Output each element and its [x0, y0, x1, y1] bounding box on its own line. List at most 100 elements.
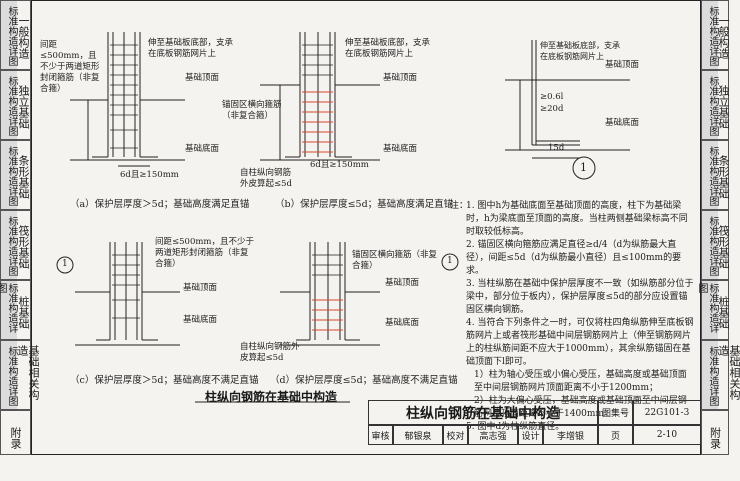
title-block-page-no: 2-10	[633, 425, 701, 445]
right-tab-label: 附录	[708, 426, 722, 449]
left-tab-label: 独立基础	[17, 85, 30, 129]
title-block-atlas-label: 图集号	[598, 400, 633, 425]
left-tab-main-label: 标准构造详图	[1, 71, 17, 139]
title-block-designer: 李增银	[543, 425, 598, 445]
right-tab-label: 基础相关构造	[717, 345, 740, 400]
diagram-1-dim-06lae: ≥0.6l	[540, 92, 564, 102]
diagram-1-label: 伸至基础板底部，支承在底板钢筋网片上	[540, 41, 620, 61]
note-item: 5. 图中d为柱纵筋直径。	[466, 422, 565, 432]
title-block: 柱纵向钢筋在基础中构造 图集号 22G101-3 审核 郁银泉 校对 高志强 设…	[368, 400, 701, 455]
diagram-a-note: 间距≤500mm，且不少于两道矩形封闭箍筋（非复合箍）	[40, 40, 100, 94]
left-tab-main-label: 标准构造详图	[0, 281, 17, 339]
diagram-1-top-elev: 基础顶面	[605, 60, 640, 70]
diagram-b-bottom-elev: 基础底面	[383, 144, 418, 154]
diagram-c-top-elev: 基础顶面	[183, 283, 218, 293]
left-tab-pile-foundation[interactable]: 标准构造详图 桩基础	[0, 280, 31, 340]
notes-block: 注： 1. 图中h为基础底面至基础顶面的高度，柱下为基础梁时，h为梁底面至顶面的…	[450, 200, 695, 434]
left-tab-main-label: 标准构造详图	[1, 141, 17, 209]
left-tab-main-label: 标准构造详图	[1, 1, 17, 69]
right-tab-label: 筏形基础	[717, 225, 730, 269]
diagram-d-marker: 1	[447, 256, 453, 266]
diagram-d-column	[280, 242, 459, 346]
diagram-1-detail	[505, 40, 630, 180]
diagram-b-top-elev: 基础顶面	[383, 73, 418, 83]
right-tab-main-label: 标准构造详图	[702, 1, 718, 69]
diagram-d-pillar-note: 自柱纵向钢筋外皮算起≤5d	[240, 342, 300, 363]
diagram-1-dim-20d: ≥20d	[540, 104, 564, 114]
diagram-c-bottom-elev: 基础底面	[183, 315, 218, 325]
diagram-b-top-label: 伸至基础板底部，支承在底板钢筋网片上	[345, 38, 431, 59]
left-tab-label: 桩基础	[17, 295, 30, 329]
right-tab-main-label: 标准构造详图	[702, 341, 718, 409]
title-block-title: 柱纵向钢筋在基础中构造	[368, 400, 598, 425]
right-tab-pile-foundation[interactable]: 标准构造详图 桩基础	[696, 280, 730, 340]
title-block-reviewer: 郁银泉	[393, 425, 443, 445]
diagram-1-bottom-elev: 基础底面	[605, 118, 640, 128]
note-item: 2）柱为大偏心受压，基础高度或基础顶面至中间层钢筋网片顶面距离不小于1400mm…	[474, 396, 687, 419]
diagram-d-stirrup: 锚固区横向箍筋（非复合箍）	[352, 250, 438, 271]
left-tab-related-details[interactable]: 标准构造详图 基础相关构造	[0, 340, 40, 410]
title-block-page-label: 页	[598, 425, 633, 445]
left-tab-label: 基础相关构造	[16, 345, 40, 400]
diagram-d-caption: （d）保护层厚度≤5d；基础高度不满足直锚	[270, 375, 458, 386]
title-block-checker: 高志强	[468, 425, 518, 445]
diagram-1-marker: 1	[580, 161, 587, 174]
left-tab-main-label: 标准构造详图	[1, 341, 17, 409]
left-tab-label: 附录	[9, 426, 22, 449]
title-block-review-label: 审核	[368, 425, 393, 445]
diagram-c-caption: （c）保护层厚度＞5d；基础高度不满足直锚	[70, 375, 259, 386]
note-item: 1. 图中h为基础底面至基础顶面的高度，柱下为基础梁时，h为梁底面至顶面的高度。…	[466, 201, 688, 237]
note-item: 1）柱为轴心受压或小偏心受压，基础高度或基础顶面至中间层钢筋网片顶面距离不小于1…	[474, 370, 687, 393]
left-tab-label: 一般构造	[17, 15, 30, 59]
diagram-b-dim-bottom: 6d且≥150mm	[310, 160, 369, 170]
diagram-a-top-elev: 基础顶面	[185, 73, 220, 83]
right-tab-general[interactable]: 标准构造详图 一般构造	[701, 0, 730, 70]
diagram-c-column	[56, 242, 180, 346]
left-tab-raft-foundation[interactable]: 标准构造详图 筏形基础	[0, 210, 31, 280]
left-tab-general[interactable]: 标准构造详图 一般构造	[0, 0, 31, 70]
left-tab-isolated-foundation[interactable]: 标准构造详图 独立基础	[0, 70, 31, 140]
left-tab-label: 条形基础	[17, 155, 30, 199]
diagram-c-marker: 1	[62, 259, 68, 269]
right-tab-main-label: 标准构造详图	[696, 281, 718, 339]
left-tab-strip-foundation[interactable]: 标准构造详图 条形基础	[0, 140, 31, 210]
right-tab-main-label: 标准构造详图	[702, 141, 718, 209]
diagram-b-column	[260, 32, 380, 161]
left-tab-appendix[interactable]: 附录	[0, 410, 31, 455]
diagram-b-stirrup: 锚固区横向箍筋（非复合箍）	[222, 100, 282, 121]
diagram-a-bottom-elev: 基础底面	[185, 144, 220, 154]
right-tab-main-label: 标准构造详图	[702, 71, 718, 139]
diagram-c-note: 间距≤500mm，且不少于两道矩形封闭箍筋（非复合箍）	[155, 237, 254, 269]
notes-prefix: 注：	[450, 201, 469, 211]
section-title: 柱纵向钢筋在基础中构造	[205, 390, 338, 404]
right-tab-main-label: 标准构造详图	[702, 211, 718, 279]
right-tab-label: 桩基础	[717, 295, 730, 329]
right-tab-appendix[interactable]: 附录	[701, 410, 729, 455]
drawing-frame	[31, 0, 701, 455]
right-tab-label: 条形基础	[717, 155, 730, 199]
right-tab-strip-foundation[interactable]: 标准构造详图 条形基础	[701, 140, 730, 210]
diagram-b-pillar-note: 自柱纵向钢筋外皮算起≤5d	[240, 168, 292, 189]
left-tab-main-label: 标准构造详图	[1, 211, 17, 279]
title-block-atlas-no: 22G101-3	[633, 400, 701, 425]
left-tab-label: 筏形基础	[17, 225, 30, 269]
diagram-d-top-elev: 基础顶面	[385, 278, 420, 288]
diagram-a-dim-bottom: 6d且≥150mm	[120, 170, 179, 180]
note-item: 4. 当符合下列条件之一时，可仅将柱四角纵筋伸至底板钢筋网片上或者筏形基础中间层…	[466, 318, 694, 367]
right-tab-isolated-foundation[interactable]: 标准构造详图 独立基础	[701, 70, 730, 140]
diagram-b-caption: （b）保护层厚度≤5d；基础高度满足直锚	[275, 199, 454, 210]
right-tab-label: 一般构造	[717, 15, 730, 59]
diagram-a-column	[70, 32, 185, 167]
diagram-a-caption: （a）保护层厚度＞5d；基础高度满足直锚	[70, 199, 250, 210]
diagram-d-bottom-elev: 基础底面	[385, 318, 420, 328]
diagram-1-dim-15d: 15d	[548, 143, 565, 153]
right-tab-related-details[interactable]: 标准构造详图 基础相关构造	[701, 340, 740, 410]
title-block-design-label: 设计	[518, 425, 543, 445]
title-block-check-label: 校对	[443, 425, 468, 445]
diagram-a-top-label: 伸至基础板底部，支承在底板钢筋网片上	[148, 38, 234, 59]
right-tab-raft-foundation[interactable]: 标准构造详图 筏形基础	[701, 210, 730, 280]
note-item: 2. 锚固区横向箍筋应满足直径≥d/4（d为纵筋最大直径），间距≤5d（d为纵筋…	[466, 240, 682, 276]
right-tab-label: 独立基础	[717, 85, 730, 129]
note-item: 3. 当柱纵筋在基础中保护层厚度不一致（如纵筋部分位于梁中，部分位于板内），保护…	[466, 279, 694, 315]
